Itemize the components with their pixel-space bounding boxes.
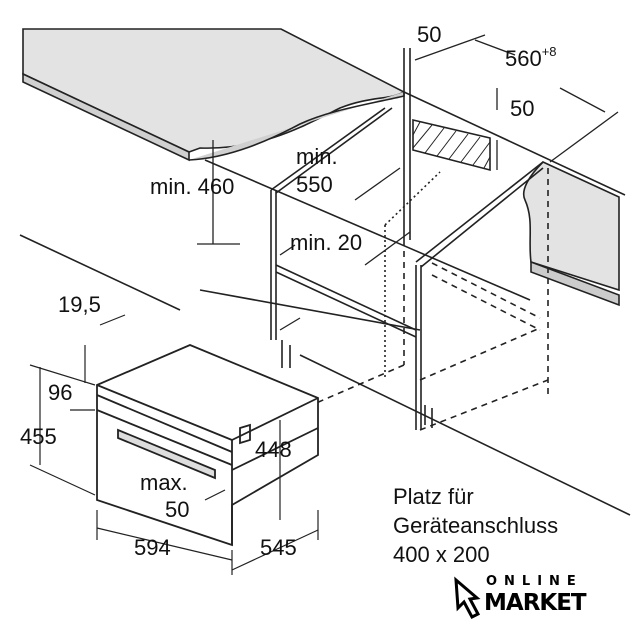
dim-top-offset: 96 xyxy=(48,380,73,405)
dim-niche-width-value: 560 xyxy=(505,46,542,71)
oven xyxy=(96,344,319,547)
dim-min-depth-line1: min. xyxy=(296,144,338,169)
dim-max-line1: max. xyxy=(140,470,188,495)
dim-niche-width-tolerance: +8 xyxy=(541,44,557,59)
left-countertop xyxy=(22,28,406,153)
connection-note-line3: 400 x 200 xyxy=(393,542,490,567)
vent-opening xyxy=(412,118,491,172)
dim-max-line2: 50 xyxy=(165,497,190,522)
dim-cavity-height: 448 xyxy=(255,437,292,462)
dim-min-height: min. 460 xyxy=(150,174,235,199)
dim-appliance-width: 594 xyxy=(134,535,171,560)
right-countertop-edge xyxy=(530,260,620,307)
connection-note-line1: Platz für xyxy=(393,484,474,509)
connection-note-line2: Geräteanschluss xyxy=(393,513,559,538)
dim-appliance-depth: 545 xyxy=(260,535,297,560)
dim-gap-top: 50 xyxy=(417,22,442,47)
dim-front-offset: 19,5 xyxy=(58,292,101,317)
cursor-logo-icon xyxy=(454,576,481,619)
left-countertop-edge xyxy=(22,72,405,162)
dim-appliance-height: 455 xyxy=(20,424,57,449)
dim-min-shelf: min. 20 xyxy=(290,230,363,255)
dim-min-depth-line2: 550 xyxy=(296,172,333,197)
logo-line1: ONLINE xyxy=(486,574,583,589)
dim-vent-depth: 50 xyxy=(510,96,535,121)
logo-line2: MARKET xyxy=(484,590,587,616)
dim-niche-width: 560+8 xyxy=(505,45,557,71)
